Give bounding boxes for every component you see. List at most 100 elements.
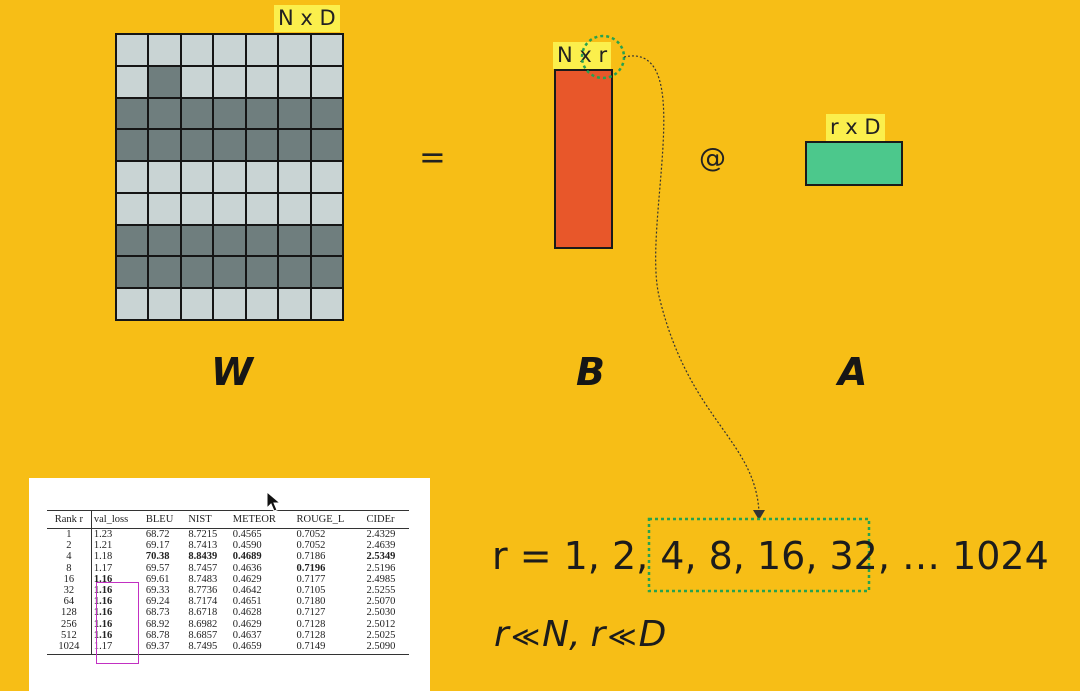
matrix-w-cell (246, 225, 278, 256)
table-cell: 1.16 (90, 573, 144, 586)
table-cell: 0.7180 (296, 596, 326, 608)
table-cell: 69.17 (145, 540, 170, 552)
table-cell: 2.5349 (366, 551, 396, 563)
a-dims-label: r x D (826, 114, 885, 141)
matrix-w-cell (246, 257, 278, 288)
table-cell: 0.4636 (232, 562, 262, 574)
table-cell: 1.17 (90, 562, 144, 574)
table-cell: 2.4985 (366, 573, 396, 585)
table-cell: 0.7149 (294, 641, 365, 656)
matrix-w-cell (311, 257, 342, 288)
pointer-arrow-line (623, 55, 760, 513)
table-cell: 2.5255 (366, 585, 396, 597)
table-cell: 69.57 (145, 562, 170, 574)
table-cell: 8 (66, 562, 72, 574)
matrix-w-cell (246, 289, 278, 319)
matrix-w-cell (149, 225, 180, 256)
matrix-w-cell (214, 130, 245, 161)
matrix-w-cell (181, 257, 213, 288)
table-cell: 0.4629 (232, 618, 262, 630)
table-cell: 69.37 (143, 641, 187, 656)
matrix-w-cell (214, 289, 245, 319)
matrix-w-cell (117, 162, 148, 192)
table-header-cell: Rank r (47, 510, 92, 529)
matrix-w-cell (246, 193, 278, 224)
table-cell: 0.7128 (296, 629, 326, 641)
matrix-w-label: W (211, 350, 253, 394)
matrix-w-cell (181, 35, 213, 65)
table-header-cell: val_loss (90, 510, 144, 529)
matrix-b-label: B (576, 350, 605, 394)
table-cell: 68.72 (145, 529, 170, 540)
table-cell: 2 (66, 540, 72, 552)
matrix-w-cell (149, 257, 180, 288)
table-cell: 0.7177 (296, 573, 326, 585)
table-cell: 1.16 (90, 618, 144, 630)
matrix-w-cell (311, 98, 342, 129)
matrix-w-cell (214, 35, 245, 65)
matrix-w-cell (117, 35, 148, 65)
table-cell: 2.5070 (366, 596, 396, 608)
table-cell: 0.4629 (232, 573, 262, 585)
constraint-op1: ≪ (510, 620, 541, 653)
matrix-w-cell (181, 289, 213, 319)
matrix-w-cell (246, 66, 278, 97)
table-cell: 1.18 (90, 551, 144, 563)
table-header-cell: BLEU (143, 510, 187, 529)
table-cell: 68.92 (145, 618, 170, 630)
matrix-w-cell (279, 162, 310, 192)
table-cell: 68.73 (145, 607, 170, 619)
table-cell: 1 (66, 529, 72, 540)
table-cell: 69.61 (145, 573, 170, 585)
matrix-w-cell (149, 162, 180, 192)
table-cell: 8.8439 (188, 551, 218, 563)
r-highlight-circle (580, 34, 626, 80)
mouse-cursor-icon (266, 491, 282, 512)
table-cell: 8.7457 (188, 562, 218, 574)
matrix-w-cell (279, 225, 310, 256)
table-cell: 2.5090 (364, 641, 409, 656)
matrix-w-cell (117, 66, 148, 97)
table-cell: 2.5025 (366, 629, 396, 641)
matrix-w-cell (117, 130, 148, 161)
rank-values: r = 1, 2, 4, 8, 16, 32, … 1024 (492, 534, 1049, 578)
matrix-w-cell (246, 35, 278, 65)
matrix-w-cell (311, 66, 342, 97)
matrix-w (115, 33, 344, 321)
matrix-w-cell (149, 98, 180, 129)
table-cell: 0.7127 (296, 607, 326, 619)
table-cell: 0.7196 (296, 562, 326, 574)
table-cell: 0.4651 (232, 596, 262, 608)
ranks-highlight-box (647, 517, 871, 593)
matrix-w-cell (117, 257, 148, 288)
matrix-w-cell (117, 193, 148, 224)
table-cell: 64 (63, 596, 75, 608)
table-cell: 0.4659 (230, 641, 295, 656)
table-cell: 128 (61, 607, 77, 619)
constraint-r1: r (494, 614, 509, 655)
table-cell: 69.24 (145, 596, 170, 608)
table-cell: 2.5012 (366, 618, 396, 630)
matrix-w-cell (279, 193, 310, 224)
matrix-w-cell (181, 193, 213, 224)
matrix-a (805, 141, 903, 186)
matrix-w-cell (279, 98, 310, 129)
matrix-w-cell (246, 130, 278, 161)
matrix-w-cell (214, 257, 245, 288)
table-cell: 1.16 (90, 607, 144, 619)
table-cell: 8.7495 (186, 641, 231, 656)
table-header-cell: METEOR (230, 510, 295, 529)
table-cell: 8.7413 (188, 540, 218, 552)
table-cell: 8.6718 (188, 607, 218, 619)
matrix-a-label: A (838, 350, 868, 394)
rank-values-suffix: … 1024 (889, 534, 1049, 578)
table-header-cell: ROUGE_L (294, 510, 365, 529)
